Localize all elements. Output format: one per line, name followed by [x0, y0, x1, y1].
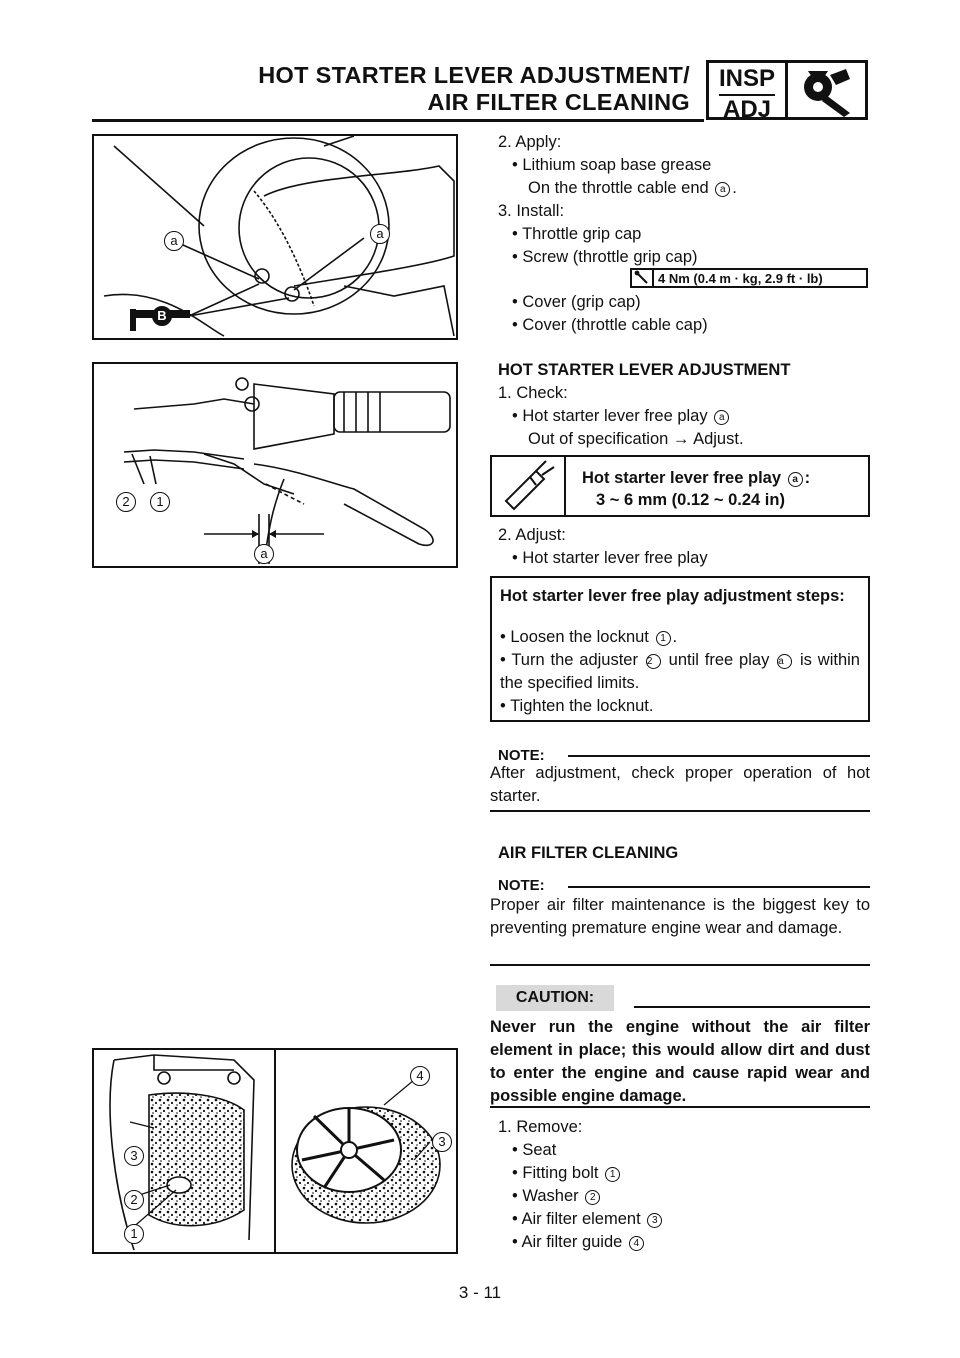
- section-heading-air-filter: AIR FILTER CLEANING: [498, 844, 679, 862]
- caution-label: CAUTION:: [496, 985, 614, 1011]
- install-item: • Screw (throttle grip cap): [512, 248, 698, 266]
- note-label: NOTE:: [498, 877, 545, 894]
- adjust-item: • Hot starter lever free play: [512, 549, 708, 567]
- wrench-icon: [632, 270, 654, 286]
- check-item: • Hot starter lever free play a: [512, 405, 731, 428]
- section-heading-hot-starter: HOT STARTER LEVER ADJUSTMENT: [498, 361, 791, 379]
- install-item: • Throttle grip cap: [512, 225, 642, 243]
- callout-4: 4: [410, 1066, 430, 1086]
- grease-b-icon: B: [152, 306, 172, 326]
- callout-1: 1: [124, 1224, 144, 1244]
- callout-a: a: [254, 544, 274, 564]
- caliper-icon: [492, 457, 566, 515]
- remove-item: • Seat: [512, 1141, 557, 1159]
- remove-item: • Air filter element 3: [512, 1208, 664, 1231]
- note-text: After adjustment, check proper operation…: [490, 764, 870, 805]
- page-number: 3 - 11: [458, 1283, 502, 1302]
- section-badge: INSP ADJ: [706, 60, 788, 122]
- remove-item: • Air filter guide 4: [512, 1231, 646, 1254]
- apply-sub: On the throttle cable end a.: [528, 179, 737, 197]
- callout-2: 2: [116, 492, 136, 512]
- figure-air-filter: 4 3 3 2 1: [92, 1048, 458, 1254]
- callout-1: 1: [150, 492, 170, 512]
- figure-hot-starter-lever: 2 1 a: [92, 362, 458, 568]
- remove-item: • Washer 2: [512, 1185, 602, 1208]
- header-rule: [92, 119, 704, 122]
- callout-3-right: 3: [432, 1132, 452, 1152]
- callout-3-left: 3: [124, 1146, 144, 1166]
- install-item: • Cover (throttle cable cap): [512, 316, 708, 334]
- step-remove-label: 1. Remove:: [498, 1118, 583, 1136]
- page-title: HOT STARTER LEVER ADJUSTMENT/ AIR FILTER…: [258, 62, 690, 115]
- adjustment-steps-box: Hot starter lever free play adjustment s…: [490, 576, 870, 722]
- step-apply-label: 2. Apply:: [498, 133, 562, 151]
- apply-item: • Lithium soap base grease: [512, 156, 712, 174]
- callout-a-right: a: [370, 224, 390, 244]
- callout-a-left: a: [164, 231, 184, 251]
- note-text: Proper air filter maintenance is the big…: [490, 896, 870, 937]
- step-install-label: 3. Install:: [498, 202, 565, 220]
- tool-icon: [788, 60, 868, 120]
- caution-text: Never run the engine without the air fil…: [490, 1018, 870, 1105]
- step-check-label: 1. Check:: [498, 384, 568, 402]
- note-label: NOTE:: [498, 747, 545, 764]
- figure-throttle-grip: a a B: [92, 134, 458, 340]
- remove-item: • Fitting bolt 1: [512, 1162, 622, 1185]
- check-sub: Out of specification → Adjust.: [528, 430, 744, 448]
- step-adjust-label: 2. Adjust:: [498, 526, 566, 544]
- free-play-spec-box: Hot starter lever free play a: 3 ~ 6 mm …: [490, 455, 870, 517]
- callout-2: 2: [124, 1190, 144, 1210]
- install-item: • Cover (grip cap): [512, 293, 641, 311]
- torque-spec: 4 Nm (0.4 m · kg, 2.9 ft · lb): [630, 268, 868, 288]
